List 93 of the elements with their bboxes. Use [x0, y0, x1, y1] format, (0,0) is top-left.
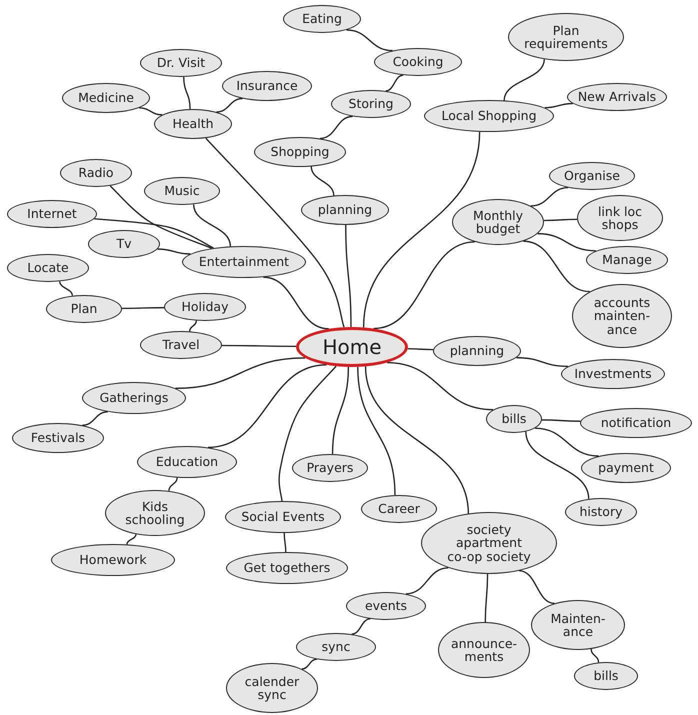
topic-bubble: bills	[486, 405, 542, 433]
topic-bubble: Medicine	[62, 83, 150, 113]
topic-bubble: Homework	[51, 544, 175, 576]
topic-bubble: announce-ments	[438, 622, 530, 678]
topic-bubble: sync	[296, 633, 376, 661]
topic-bubble: Music	[144, 177, 220, 205]
connector-line	[386, 74, 404, 92]
topic-bubble: Internet	[7, 200, 97, 228]
connector-line	[310, 166, 334, 196]
topic-bubble: planning	[301, 195, 389, 225]
connector-line	[406, 567, 448, 594]
topic-bubble: Prayers	[292, 454, 368, 482]
topic-bubble: Education	[137, 446, 237, 478]
connector-line	[183, 76, 191, 110]
connector-line	[538, 233, 596, 252]
connector-line	[168, 478, 178, 491]
topic-bubble: planning	[433, 336, 521, 366]
topic-bubble: notification	[580, 408, 692, 438]
topic-bubble: Career	[361, 495, 437, 523]
topic-bubble: Monthly budget	[452, 199, 544, 245]
topic-bubble: link loc shops	[577, 195, 663, 241]
topic-bubble: bills	[574, 662, 638, 690]
connector-line	[387, 362, 494, 410]
connector-line	[544, 102, 573, 108]
connector-line	[504, 59, 545, 101]
connector-line	[535, 428, 599, 457]
topic-bubble: Social Events	[225, 501, 341, 533]
topic-bubble: Storing	[331, 90, 411, 118]
connector-line	[346, 29, 393, 52]
topic-bubble: Organise	[549, 162, 635, 190]
topic-bubble: Local Shopping	[424, 100, 554, 132]
connector-line	[516, 357, 568, 368]
connector-line	[59, 281, 73, 296]
topic-bubble: Locate	[7, 254, 89, 282]
topic-bubble: Entertainment	[182, 246, 306, 278]
connector-line	[352, 618, 370, 635]
topic-bubble: New Arrivals	[567, 83, 667, 111]
connector-line	[544, 218, 578, 222]
topic-bubble: calender sync	[226, 663, 318, 713]
connector-line	[94, 218, 214, 249]
topic-bubble: Health	[154, 109, 232, 139]
topic-bubble: Get togethers	[226, 552, 348, 584]
connector-line	[542, 419, 580, 422]
connector-line	[139, 107, 162, 116]
connector-line	[362, 132, 480, 328]
connector-line	[364, 366, 469, 514]
topic-bubble: Radio	[60, 159, 132, 187]
connector-line	[590, 648, 600, 662]
topic-bubble: Travel	[140, 331, 222, 359]
topic-bubble: Tv	[88, 230, 160, 258]
topic-bubble: Manage	[586, 246, 668, 274]
connector-line	[193, 204, 232, 246]
topic-bubble: Shopping	[254, 137, 346, 167]
topic-bubble: Investments	[561, 359, 665, 389]
connector-line	[357, 366, 396, 496]
topic-bubble: Cooking	[374, 48, 462, 76]
connector-line	[110, 185, 212, 249]
connector-line	[175, 357, 306, 389]
connector-line	[284, 532, 286, 552]
topic-bubble: Gatherings	[82, 382, 186, 414]
connector-line	[525, 432, 590, 499]
connector-line	[222, 344, 296, 347]
topic-bubble: Dr. Visit	[140, 49, 222, 77]
connector-line	[158, 248, 190, 255]
topic-bubble: Kids schooling	[105, 490, 205, 536]
central-topic-bubble: Home	[296, 327, 408, 367]
connector-line	[523, 240, 590, 292]
connector-line	[408, 348, 434, 350]
topic-bubble: Insurance	[222, 71, 312, 101]
topic-bubble: events	[346, 592, 426, 620]
connector-line	[189, 320, 197, 332]
connector-line	[205, 138, 345, 328]
topic-bubble: Holiday	[164, 293, 246, 321]
topic-bubble: Plan	[46, 295, 122, 323]
connector-line	[345, 225, 352, 328]
topic-bubble: Festivals	[12, 423, 104, 453]
topic-bubble: society apartment co-op society	[421, 512, 557, 574]
topic-bubble: Mainten-ance	[531, 600, 625, 650]
connector-line	[216, 98, 243, 113]
connector-line	[484, 574, 488, 622]
topic-bubble: history	[565, 498, 637, 526]
connector-line	[302, 658, 317, 670]
connector-line	[278, 366, 337, 502]
topic-bubble: payment	[581, 453, 671, 483]
topic-bubble: Eating	[283, 5, 361, 33]
connector-line	[332, 366, 350, 454]
connector-line	[530, 187, 568, 207]
topic-bubble: Plan requirements	[508, 13, 624, 61]
connector-line	[519, 570, 555, 604]
connector-line	[126, 534, 137, 545]
topic-bubble: accounts mainten-ance	[572, 284, 672, 348]
connector-line	[82, 411, 108, 426]
connector-line	[122, 307, 164, 310]
